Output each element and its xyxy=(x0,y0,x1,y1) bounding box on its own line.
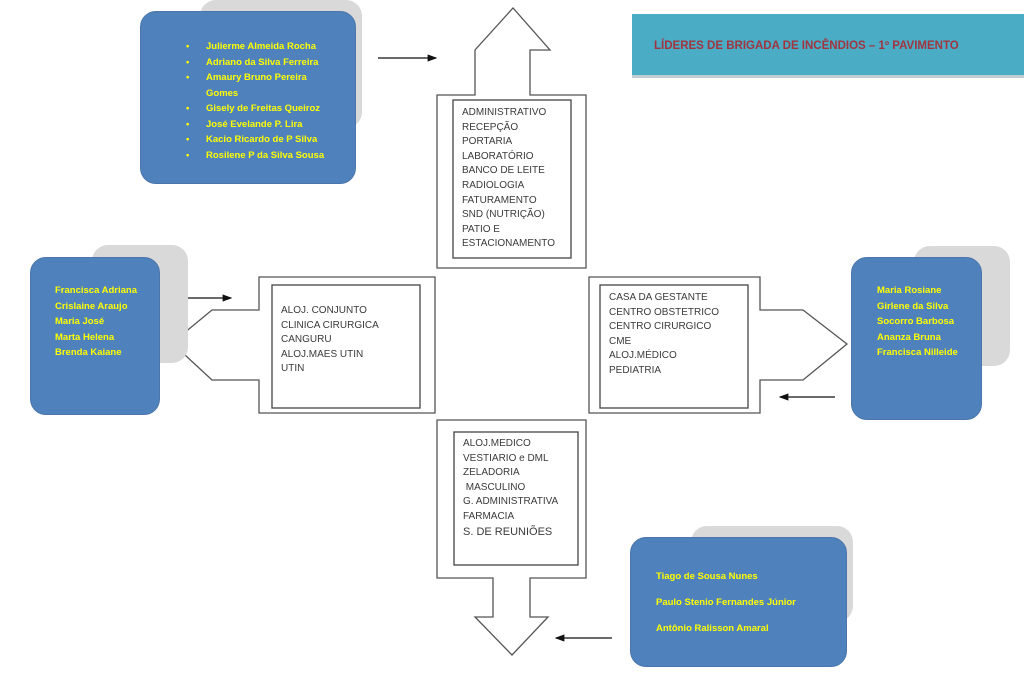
title-banner: LÍDERES DE BRIGADA DE INCÊNDIOS – 1º PAV… xyxy=(632,14,1024,78)
leader-name: Marta Helena xyxy=(55,331,115,343)
area-item: S. DE REUNIÕES xyxy=(463,525,553,538)
north-leaders-list: •Julierme Almeida Rocha •Adriano da Silv… xyxy=(186,39,324,163)
east-area-frame xyxy=(599,284,749,409)
bullet-icon: • xyxy=(186,56,190,68)
area-item: VESTIARIO e DML xyxy=(463,452,549,464)
bullet-icon: • xyxy=(186,118,190,130)
area-item: PATIO E xyxy=(462,223,500,235)
leader-name: Antônio Ralisson Amaral xyxy=(656,623,769,634)
bullet-icon: • xyxy=(186,134,190,145)
area-item: RADIOLOGIA xyxy=(462,179,525,191)
west-area-frame xyxy=(271,284,421,409)
leader-name: •Adriano da Silva Ferreira xyxy=(186,55,324,71)
area-item: ZELADORIA xyxy=(463,467,520,479)
area-item: ADMINISTRATIVO xyxy=(462,107,547,118)
south-leaders-list: Tiago de Sousa Nunes Paulo Stenio Fernan… xyxy=(656,564,796,642)
area-item: CENTRO CIRURGICO xyxy=(609,321,712,333)
east-leaders-list: Maria Rosiane Girlene da Silva Socorro B… xyxy=(877,283,958,361)
area-item: ALOJ.MAES UTIN xyxy=(281,348,364,360)
leader-name: Maria Rosiane xyxy=(877,285,942,296)
south-area-frame xyxy=(453,431,579,566)
north-leaders-card: •Julierme Almeida Rocha •Adriano da Silv… xyxy=(140,11,356,184)
south-area-list: ALOJ.MEDICO VESTIARIO e DML ZELADORIA MA… xyxy=(463,437,558,539)
area-item: PORTARIA xyxy=(462,136,513,148)
east-leaders-card: Maria Rosiane Girlene da Silva Socorro B… xyxy=(851,257,982,420)
leader-name-continued: Gomes xyxy=(206,87,239,99)
area-item: ALOJ. CONJUNTO xyxy=(281,305,367,316)
area-item: FARMACIA xyxy=(463,510,515,522)
bullet-icon: • xyxy=(186,103,190,114)
west-area-list: ALOJ. CONJUNTO CLINICA CIRURGICA CANGURU… xyxy=(281,304,379,377)
leader-name: Girlene da Silva xyxy=(877,300,949,312)
area-item: CASA DA GESTANTE xyxy=(609,292,708,303)
area-item: RECEPÇÃO xyxy=(462,121,519,133)
leader-name: Socorro Barbosa xyxy=(877,316,955,327)
leader-name: •Rosilene P da Silva Sousa xyxy=(186,148,324,164)
area-item: CME xyxy=(609,335,632,347)
leader-name: Paulo Stenio Fernandes Júnior xyxy=(656,597,796,608)
area-item: CANGURU xyxy=(281,334,332,346)
leader-name: •Kacio Ricardo de P Silva xyxy=(186,132,324,148)
leader-name: •Julierme Almeida Rocha xyxy=(186,39,324,55)
leader-name: Crislaine Araujo xyxy=(55,300,128,312)
area-item: G. ADMINISTRATIVA xyxy=(463,496,559,508)
leader-name: •José Evelande P. Lira xyxy=(186,117,324,133)
area-item: CLINICA CIRURGICA xyxy=(281,319,379,331)
north-area-list: ADMINISTRATIVO RECEPÇÃO PORTARIA LABORAT… xyxy=(462,106,555,252)
area-item: CENTRO OBSTETRICO xyxy=(609,306,720,318)
west-leaders-card: Francisca Adriana Crislaine Araujo Maria… xyxy=(30,257,160,415)
north-area-frame xyxy=(452,99,572,259)
area-item: SND (NUTRIÇÃO) xyxy=(462,209,545,221)
leader-name: Ananza Bruna xyxy=(877,331,941,343)
bullet-icon: • xyxy=(186,149,190,161)
area-item: ALOJ.MEDICO xyxy=(463,438,531,449)
area-item: PEDIATRIA xyxy=(609,364,662,376)
diagram-title: LÍDERES DE BRIGADA DE INCÊNDIOS – 1º PAV… xyxy=(654,40,959,52)
area-item: UTIN xyxy=(281,363,305,375)
leader-name: •Gisely de Freitas Queiroz xyxy=(186,101,324,117)
area-item: ALOJ.MÉDICO xyxy=(609,350,677,362)
leader-name: •Amaury Bruno Pereira xyxy=(186,70,324,86)
area-item: MASCULINO xyxy=(463,481,526,493)
bullet-icon: • xyxy=(186,72,190,83)
area-item: FATURAMENTO xyxy=(462,194,537,206)
leader-name: Francisca Nilleide xyxy=(877,347,958,358)
area-item: BANCO DE LEITE xyxy=(462,165,545,177)
leader-name: Brenda Kaiane xyxy=(55,347,122,358)
area-item: LABORATÓRIO xyxy=(462,150,534,162)
south-leaders-card: Tiago de Sousa Nunes Paulo Stenio Fernan… xyxy=(630,537,847,667)
area-item: ESTACIONAMENTO xyxy=(462,238,555,250)
east-area-list: CASA DA GESTANTE CENTRO OBSTETRICO CENTR… xyxy=(609,291,719,379)
bullet-icon: • xyxy=(186,41,190,52)
leader-name: Francisca Adriana xyxy=(55,285,138,296)
west-leaders-list: Francisca Adriana Crislaine Araujo Maria… xyxy=(55,283,137,361)
leader-name: Maria José xyxy=(55,316,105,327)
leader-name: Tiago de Sousa Nunes xyxy=(656,571,758,582)
